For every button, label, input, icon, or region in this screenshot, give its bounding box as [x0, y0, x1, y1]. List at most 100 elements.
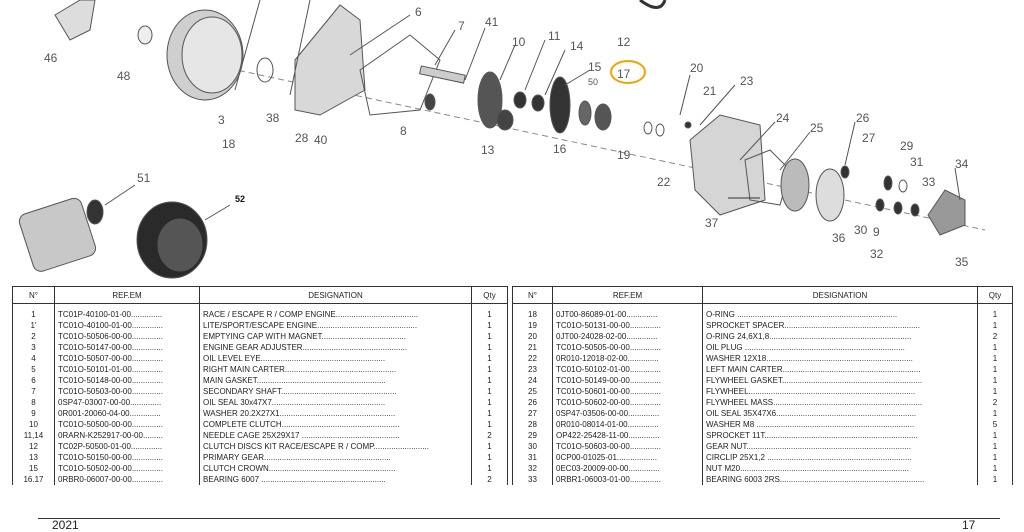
row-qty: 1	[977, 353, 1013, 364]
row-number: 15	[12, 463, 55, 474]
callout-34: 34	[955, 157, 969, 171]
callout-12: 12	[617, 35, 631, 49]
table-header-row: N° REF.EM DESIGNATION Qty	[12, 286, 508, 304]
row-designation: RIGHT MAIN CARTER.......................…	[199, 364, 472, 375]
row-designation: MAIN GASKET.............................…	[199, 375, 472, 386]
row-number: 33	[512, 474, 553, 485]
footer-rule	[38, 518, 1000, 519]
row-ref: TC01O-50601-00-00..............	[552, 386, 703, 397]
row-qty: 2	[977, 331, 1013, 342]
row-designation: CLUTCH DISCS KIT RACE/ESCAPE R / COMP...…	[199, 441, 472, 452]
row-designation: BEARING 6003 2RS........................…	[702, 474, 978, 485]
row-ref: TC01O-50506-00-00..............	[54, 331, 200, 342]
row-qty: 1	[977, 452, 1013, 463]
callout-52: 52	[235, 194, 245, 204]
table-header-row: N° REF.EM DESIGNATION Qty	[512, 286, 1013, 304]
row-qty: 1	[471, 419, 508, 430]
row-designation: BEARING 6007 ...........................…	[199, 474, 472, 485]
row-designation: WASHER 12X18............................…	[702, 353, 978, 364]
row-qty: 1	[977, 474, 1013, 485]
row-number: 27	[512, 408, 553, 419]
callout-22: 22	[657, 175, 671, 189]
table-row: 1'TC01O-40100-01-00..............LITE/SP…	[12, 320, 508, 331]
row-ref: TC01O-50602-00-00..............	[552, 397, 703, 408]
row-number: 26	[512, 397, 553, 408]
callout-labels: 46 48 3 18 38 28 40 6 7 41 8 10 11 14 15…	[44, 5, 969, 269]
callout-21: 21	[703, 84, 717, 98]
row-ref: 0JT00-86089-01-00..............	[552, 303, 703, 320]
callout-46: 46	[44, 51, 58, 65]
callout-16: 16	[553, 142, 567, 156]
callout-13: 13	[481, 143, 495, 157]
callout-3: 3	[218, 113, 225, 127]
row-number: 19	[512, 320, 553, 331]
callout-6: 6	[415, 5, 422, 19]
row-designation: WASHER M8 ..............................…	[702, 419, 978, 430]
row-number: 32	[512, 463, 553, 474]
row-number: 3	[12, 342, 55, 353]
row-designation: CLUTCH CROWN............................…	[199, 463, 472, 474]
row-number: 23	[512, 364, 553, 375]
row-designation: SECONDARY SHAFT.........................…	[199, 386, 472, 397]
row-number: 16.17	[12, 474, 55, 485]
header-qty: Qty	[471, 286, 508, 304]
row-ref: 0SP47-03506-00-00..............	[552, 408, 703, 419]
row-ref: TC01O-50503-00-00..............	[54, 386, 200, 397]
row-qty: 1	[471, 408, 508, 419]
header-designation: DESIGNATION	[199, 286, 472, 304]
row-designation: SPROCKET 11T............................…	[702, 430, 978, 441]
row-qty: 1	[977, 364, 1013, 375]
callout-11: 11	[548, 29, 561, 43]
row-number: 11,14	[12, 430, 55, 441]
callout-14: 14	[570, 39, 584, 53]
row-number: 1	[12, 303, 55, 320]
row-qty: 5	[977, 419, 1013, 430]
callout-23: 23	[740, 74, 754, 88]
row-number: 21	[512, 342, 553, 353]
row-qty: 1	[471, 353, 508, 364]
row-designation: RACE / ESCAPE R / COMP ENGINE...........…	[199, 303, 472, 320]
exploded-diagram: 46 48 3 18 38 28 40 6 7 41 8 10 11 14 15…	[18, 0, 986, 279]
row-ref: 0EC03-20009-00-00..............	[552, 463, 703, 474]
row-qty: 1	[977, 320, 1013, 331]
callout-51: 51	[137, 171, 151, 185]
header-ref: REF.EM	[552, 286, 703, 304]
row-ref: TC01O-50148-00-00..............	[54, 375, 200, 386]
callout-25: 25	[810, 121, 824, 135]
callout-48: 48	[117, 69, 131, 83]
row-number: 29	[512, 430, 553, 441]
row-designation: FLYWHEEL................................…	[702, 386, 978, 397]
row-designation: OIL PLUG ...............................…	[702, 342, 978, 353]
callout-18: 18	[222, 137, 236, 151]
row-qty: 1	[977, 375, 1013, 386]
row-ref: 0RBR1-06003-01-00..............	[552, 474, 703, 485]
callout-30: 30	[854, 223, 868, 237]
row-ref: TC01O-50505-00-00..............	[552, 342, 703, 353]
callout-15: 15	[588, 60, 602, 74]
row-designation: O-RING 24,6X1,8.........................…	[702, 331, 978, 342]
row-number: 31	[512, 452, 553, 463]
row-designation: OIL SEAL 35X47X6........................…	[702, 408, 978, 419]
row-ref: 0R010-12018-02-00..............	[552, 353, 703, 364]
row-ref: TC01O-50131-00-00..............	[552, 320, 703, 331]
row-qty: 1	[977, 463, 1013, 474]
row-qty: 1	[471, 331, 508, 342]
callout-20: 20	[690, 61, 704, 75]
row-ref: 0SP47-03007-00-00..............	[54, 397, 200, 408]
